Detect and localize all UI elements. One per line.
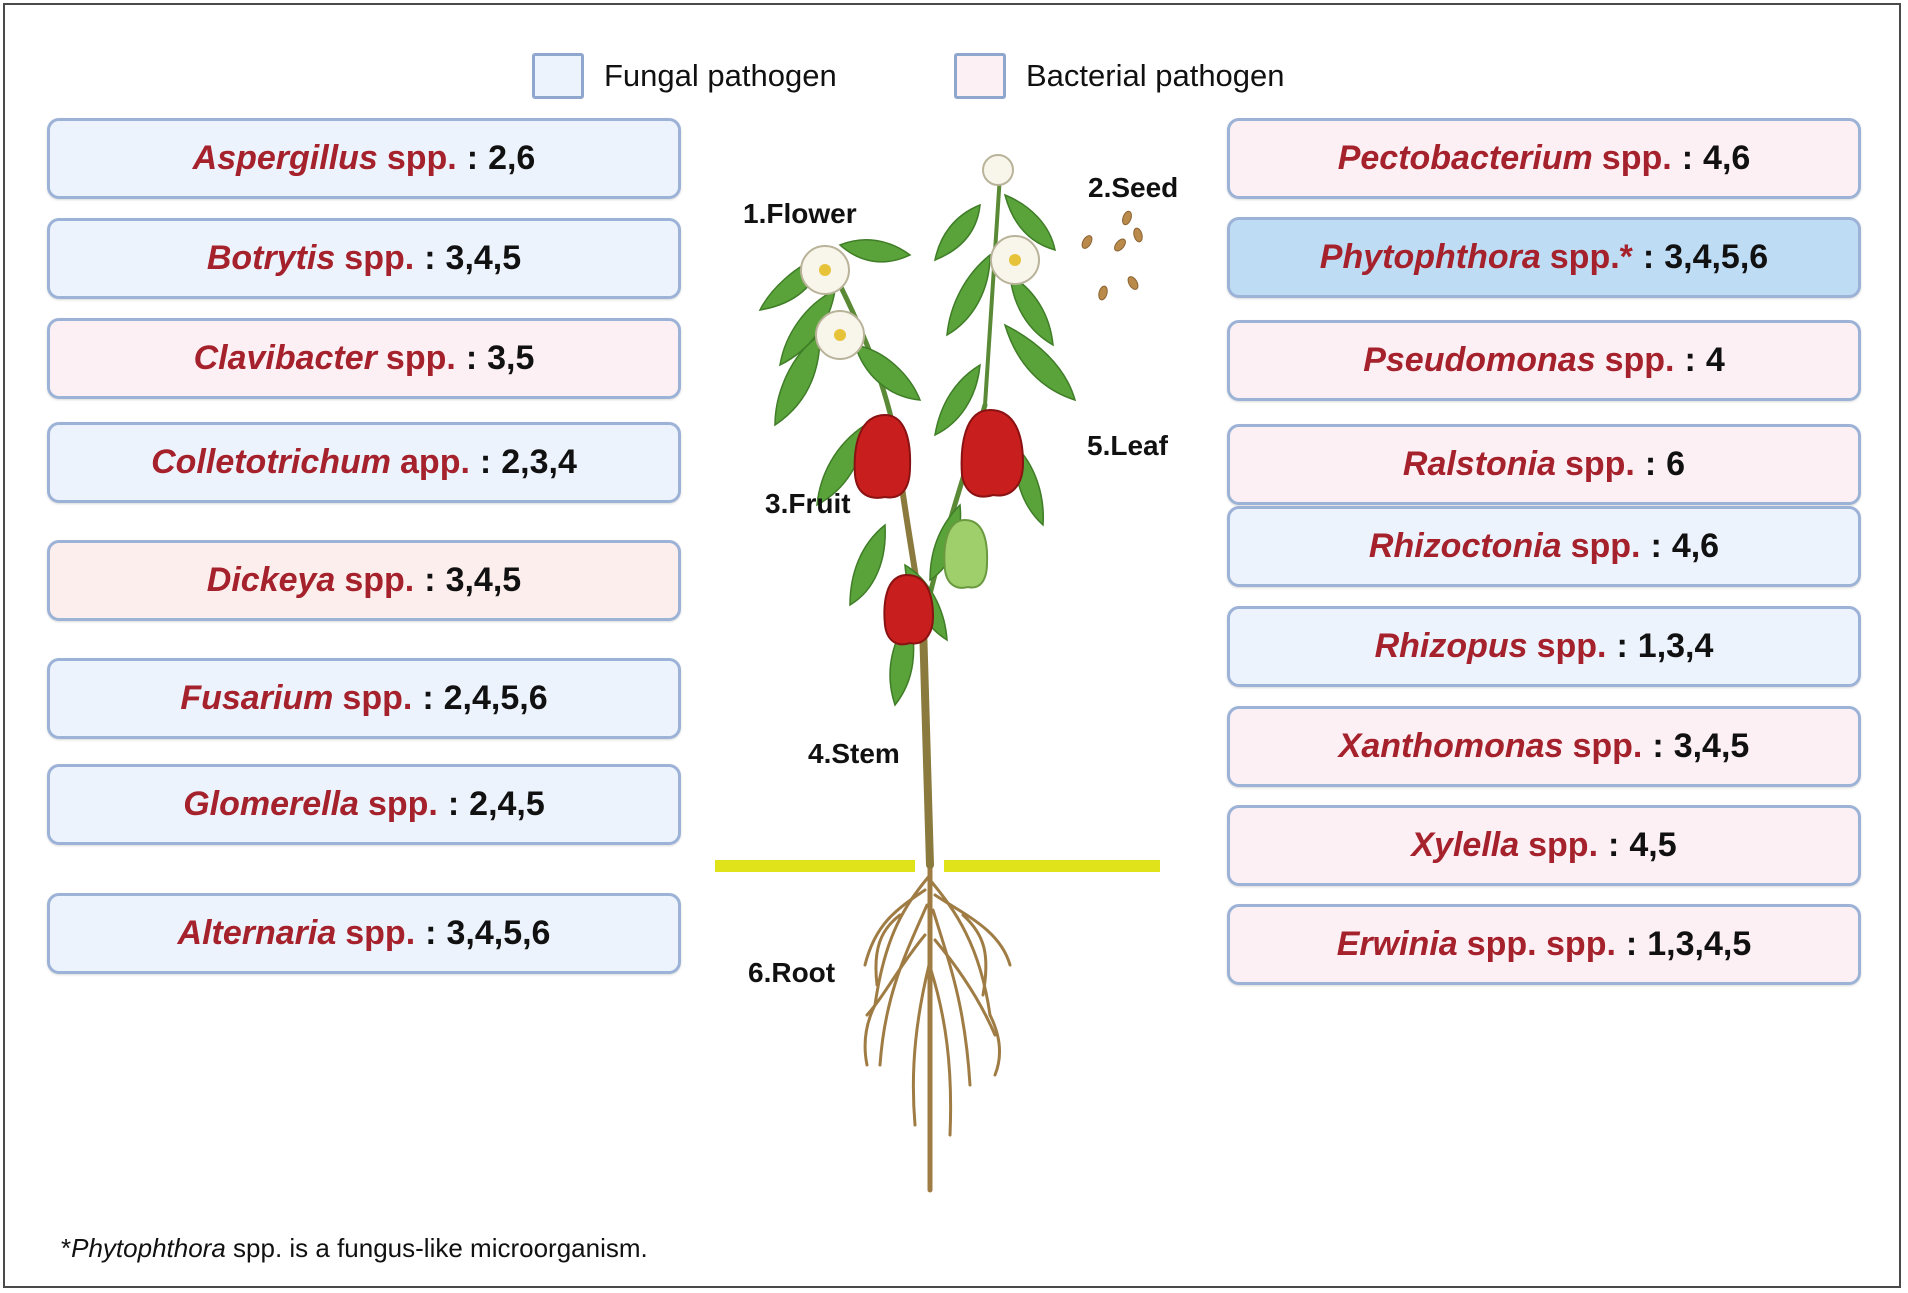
flower-icon bbox=[815, 310, 865, 360]
label-flower: 1.Flower bbox=[743, 198, 857, 229]
figure-frame: Fungal pathogen Bacterial pathogen Asper… bbox=[3, 3, 1901, 1288]
pepper-plant-illustration bbox=[715, 154, 1160, 1193]
legend-bacterial: Bacterial pathogen bbox=[954, 51, 1285, 101]
red-pepper-icon bbox=[853, 413, 912, 499]
flowers bbox=[800, 154, 1040, 360]
ground-line-left bbox=[715, 860, 915, 872]
red-pepper-icon bbox=[960, 408, 1025, 498]
legend-label-fungal: Fungal pathogen bbox=[604, 58, 837, 93]
ground-line-right bbox=[944, 860, 1160, 872]
label-leaf: 5.Leaf bbox=[1087, 430, 1168, 461]
flower-bud-icon bbox=[982, 154, 1014, 186]
label-fruit: 3.Fruit bbox=[765, 488, 851, 519]
root-system bbox=[863, 862, 1012, 1193]
legend-swatch-fungal bbox=[532, 53, 584, 99]
legend-fungal: Fungal pathogen bbox=[532, 51, 837, 101]
peppers bbox=[853, 408, 1025, 646]
seeds bbox=[1081, 210, 1143, 301]
label-seed: 2.Seed bbox=[1088, 172, 1179, 203]
flower-icon bbox=[800, 245, 850, 295]
green-pepper-icon bbox=[943, 518, 989, 589]
red-pepper-icon bbox=[883, 573, 935, 646]
label-stem: 4.Stem bbox=[808, 738, 900, 769]
legend-label-bacterial: Bacterial pathogen bbox=[1026, 58, 1285, 93]
footnote: *Phytophthora spp. is a fungus-like micr… bbox=[61, 1233, 648, 1263]
flower-icon bbox=[990, 235, 1040, 285]
label-root: 6.Root bbox=[748, 957, 836, 988]
legend-swatch-bacterial bbox=[954, 53, 1006, 99]
